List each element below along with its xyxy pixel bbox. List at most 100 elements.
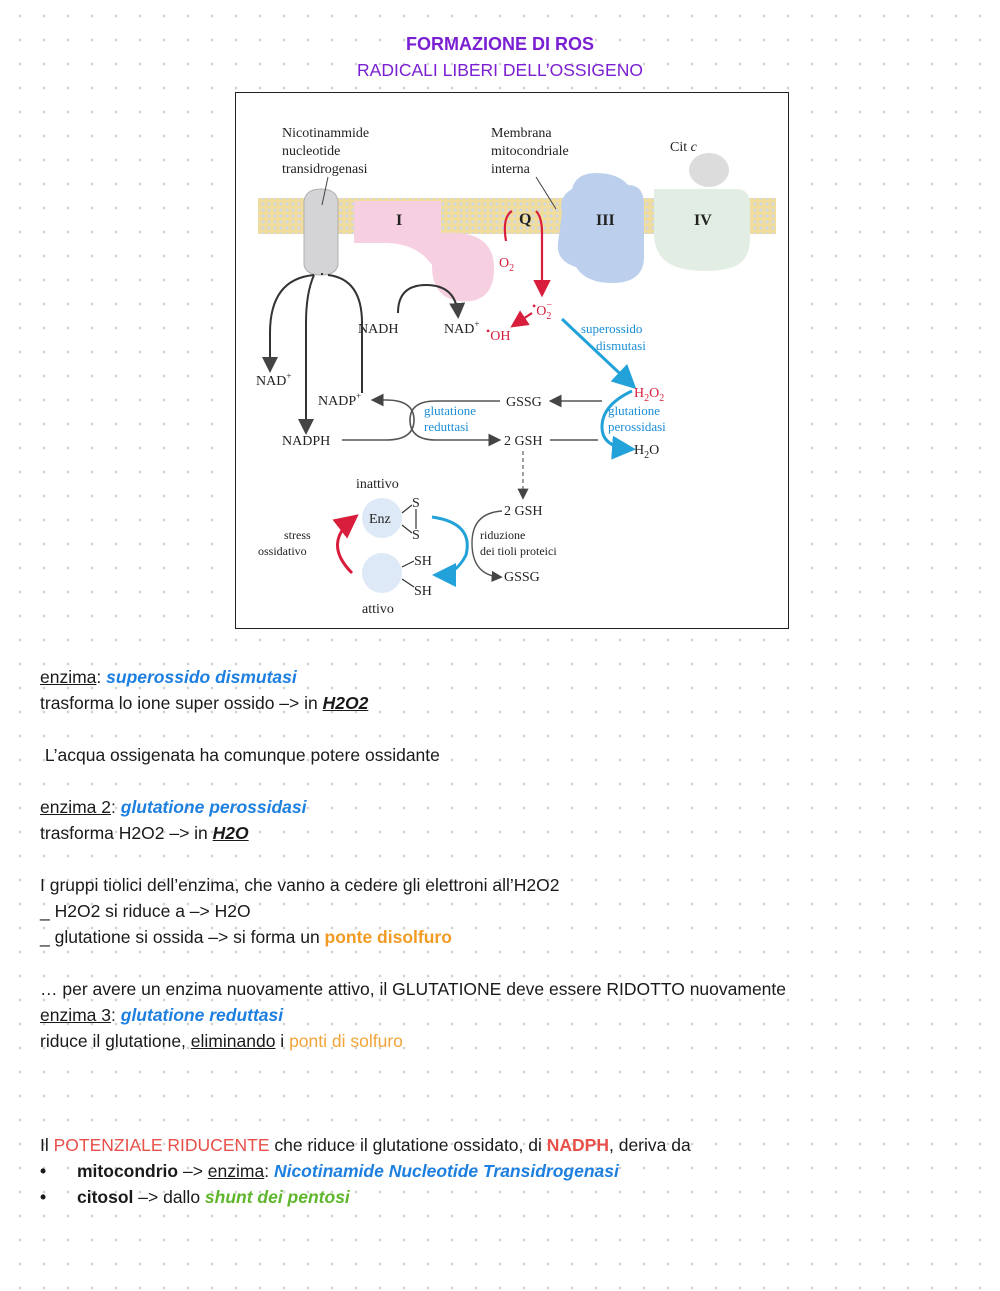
nnt-to-nadph-arrow: [298, 274, 315, 435]
enzyme-inactive-circle: [362, 498, 402, 538]
nnt-label-3: transidrogenasi: [282, 162, 368, 177]
nadp-to-nnt-arrow: [327, 274, 363, 393]
membrane-label-3: interna: [491, 162, 531, 177]
gr-label-1: glutatione: [424, 403, 476, 418]
q-to-o2-arrow: [503, 210, 513, 242]
complex-iii-shape: [557, 173, 645, 283]
q-to-superoxide-arrow: [533, 210, 551, 298]
note-line: trasforma H2O2 –> in H2O: [40, 823, 249, 843]
gssg-to-gsh-arrow: [409, 400, 502, 447]
enzyme-3-label: enzima 3: [40, 1005, 112, 1025]
membrane-pointer-line: [535, 176, 557, 210]
nnt-label-1: Nicotinammide: [282, 126, 369, 141]
nadh-arc: [397, 283, 466, 319]
gssg-top-label: GSSG: [506, 395, 542, 410]
reducing-potential-term: POTENZIALE RIDUCENTE: [53, 1135, 270, 1155]
nad-plus-right-label: NAD+: [444, 319, 479, 337]
gssg-low-label: GSSG: [504, 570, 540, 585]
thiol-lines: [401, 560, 415, 588]
sh-top-label: SH: [414, 554, 432, 569]
note-line: L’acqua ossigenata ha comunque potere os…: [40, 745, 440, 765]
product-h2o2: H2O2: [322, 693, 369, 713]
gsh-to-gssg-arc: [471, 510, 503, 582]
disulfide-bridges-term: ponti di solfuro: [289, 1031, 403, 1051]
gpx-label-2: perossidasi: [608, 419, 666, 434]
enzyme-1-label: enzima: [40, 667, 97, 687]
note-line: … per avere un enzima nuovamente attivo,…: [40, 979, 787, 999]
nadph-term: NADPH: [546, 1135, 609, 1155]
note-line: enzima: superossido dismutasi: [40, 667, 297, 687]
disulfide-bond-lines: [401, 504, 417, 534]
bullet-item: •citosol –> dallo shunt dei pentosi: [40, 1184, 980, 1210]
transhydrogenase-protein: [303, 188, 339, 276]
sod-arrow: [560, 317, 637, 390]
ros-pathway-figure: Nicotinammide nucleotide transidrogenasi…: [235, 92, 789, 629]
h2o2-label: H2O2: [634, 386, 664, 404]
bullet-item: •mitocondrio –> enzima: Nicotinamide Nuc…: [40, 1158, 980, 1184]
gpx-label-1: glutatione: [608, 403, 660, 418]
gpx-arrow: [600, 389, 636, 460]
note-line: Il POTENZIALE RIDUCENTE che riduce il gl…: [40, 1135, 691, 1155]
note-line: enzima 2: glutatione perossidasi: [40, 797, 307, 817]
gsh-mid-label: 2 GSH: [504, 434, 543, 449]
nnt-pointer-line: [321, 176, 329, 206]
nadh-label: NADH: [358, 322, 398, 337]
complex-iv-shape: [654, 189, 750, 271]
note-line: enzima 3: glutatione reduttasi: [40, 1005, 284, 1025]
gsh-low-label: 2 GSH: [504, 504, 543, 519]
membrane-label-2: mitocondriale: [491, 144, 569, 159]
riduzione-label-1: riduzione: [480, 528, 525, 542]
reduction-cycle-arrow: [431, 515, 469, 587]
product-h2o: H2O: [212, 823, 249, 843]
bullet-icon: •: [40, 1161, 47, 1181]
superoxide-to-oh-arrow: [510, 310, 533, 328]
complex-i-shape: [354, 201, 494, 302]
note-line: I gruppi tiolici dell’enzima, che vanno …: [40, 875, 560, 895]
inactive-label: inattivo: [356, 477, 399, 492]
notes-body: enzima: superossido dismutasi trasforma …: [40, 664, 980, 1210]
disulfide-bridge-term: ponte disolfuro: [324, 927, 452, 947]
q-label: Q: [519, 211, 531, 228]
sh-bottom-label: SH: [414, 584, 432, 599]
complex-iv-label: IV: [694, 212, 712, 229]
s-bottom-label: S: [412, 528, 420, 543]
enzyme-2-name: glutatione perossidasi: [120, 797, 307, 817]
note-line: _ glutatione si ossida –> si forma un po…: [40, 927, 452, 947]
complex-iii-label: III: [596, 212, 615, 229]
nnt-enzyme-term: Nicotinamide Nucleotide Transidrogenasi: [273, 1161, 619, 1181]
active-label: attivo: [362, 602, 394, 617]
nnt-label-2: nucleotide: [282, 144, 340, 159]
nad-plus-left-label: NAD+: [256, 371, 291, 389]
nnt-to-nad-arrow: [262, 274, 315, 373]
bullet-icon: •: [40, 1187, 47, 1207]
note-line: riduce il glutatione, eliminando i ponti…: [40, 1031, 403, 1051]
enzyme-2-label: enzima 2: [40, 797, 112, 817]
riduzione-label-2: dei tioli proteici: [480, 544, 557, 558]
stress-label-1: stress: [284, 528, 311, 542]
nadph-label: NADPH: [282, 434, 330, 449]
sod-label-1: superossido: [581, 321, 642, 336]
enz-label: Enz: [369, 512, 391, 527]
s-top-label: S: [412, 496, 420, 511]
nadph-to-gr-arrow: [342, 393, 415, 441]
enzyme-1-name: superossido dismutasi: [106, 667, 297, 687]
enzyme-active-circle: [362, 553, 402, 593]
page-title: FORMAZIONE DI ROS: [406, 34, 594, 54]
cytochrome-c-shape: [689, 153, 729, 187]
nadp-plus-label: NADP+: [318, 391, 361, 409]
note-line: trasforma lo ione super ossido –> in H2O…: [40, 693, 369, 713]
stress-label-2: ossidativo: [258, 544, 307, 558]
gr-label-2: reduttasi: [424, 419, 469, 434]
page-subtitle: RADICALI LIBERI DELL’OSSIGENO: [357, 60, 643, 80]
membrane-label-1: Membrana: [491, 126, 552, 141]
sod-label-2: dismutasi: [596, 338, 646, 353]
enzyme-3-name: glutatione reduttasi: [120, 1005, 284, 1025]
note-line: _ H2O2 si riduce a –> H2O: [40, 901, 251, 921]
pentose-shunt-term: shunt dei pentosi: [204, 1187, 350, 1207]
superoxide-label: •O2−: [532, 299, 552, 322]
complex-i-label: I: [396, 212, 402, 229]
hydroxyl-label: •OH: [486, 324, 510, 344]
o2-label: O2: [499, 256, 514, 274]
h2o-label: H2O: [634, 443, 659, 461]
stress-cycle-arrow: [332, 514, 359, 575]
